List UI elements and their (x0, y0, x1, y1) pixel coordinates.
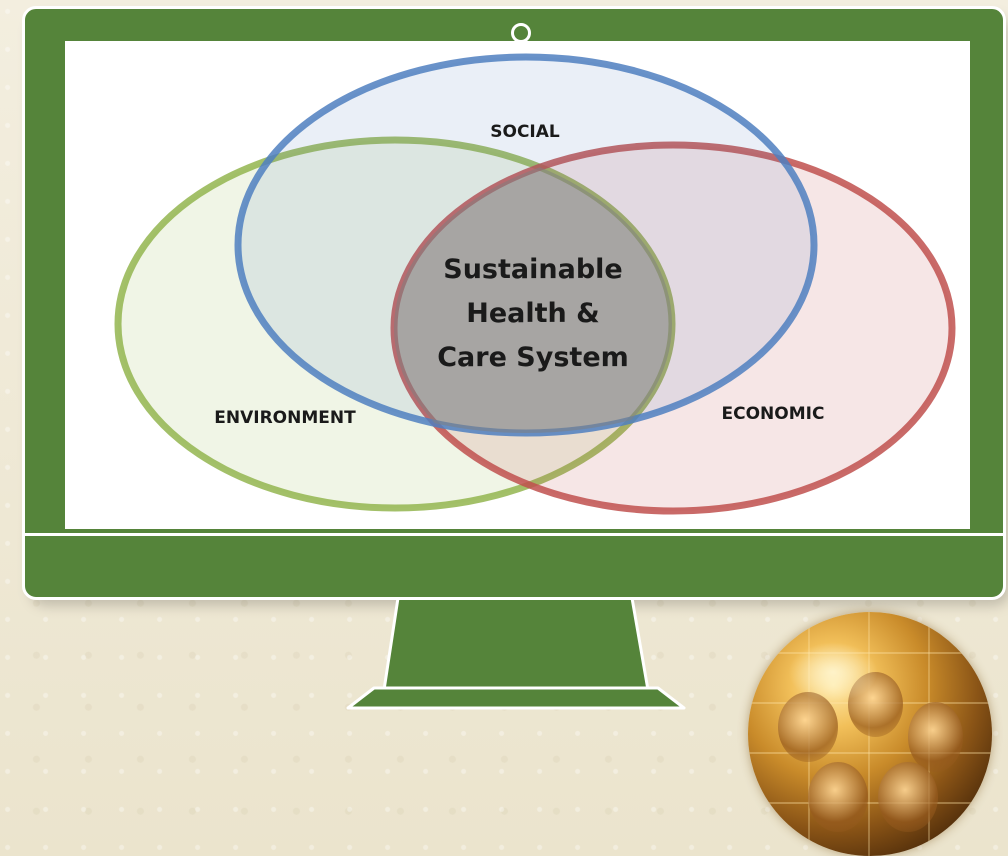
monitor-chin-divider (25, 533, 1003, 536)
venn-diagram: SOCIAL ENVIRONMENT ECONOMIC Sustainable … (114, 53, 956, 515)
social-label: SOCIAL (490, 122, 560, 142)
center-title-line-3: Care System (437, 342, 629, 373)
economic-label: ECONOMIC (722, 404, 825, 424)
globe-with-faces-icon (748, 612, 992, 856)
center-title-line-1: Sustainable (443, 254, 622, 285)
desktop-monitor-icon: SOCIAL ENVIRONMENT ECONOMIC Sustainable … (22, 6, 1006, 600)
monitor-screen: SOCIAL ENVIRONMENT ECONOMIC Sustainable … (65, 41, 970, 529)
webcam-icon (511, 23, 531, 43)
environment-label: ENVIRONMENT (214, 408, 356, 428)
center-title-line-2: Health & (466, 298, 599, 329)
